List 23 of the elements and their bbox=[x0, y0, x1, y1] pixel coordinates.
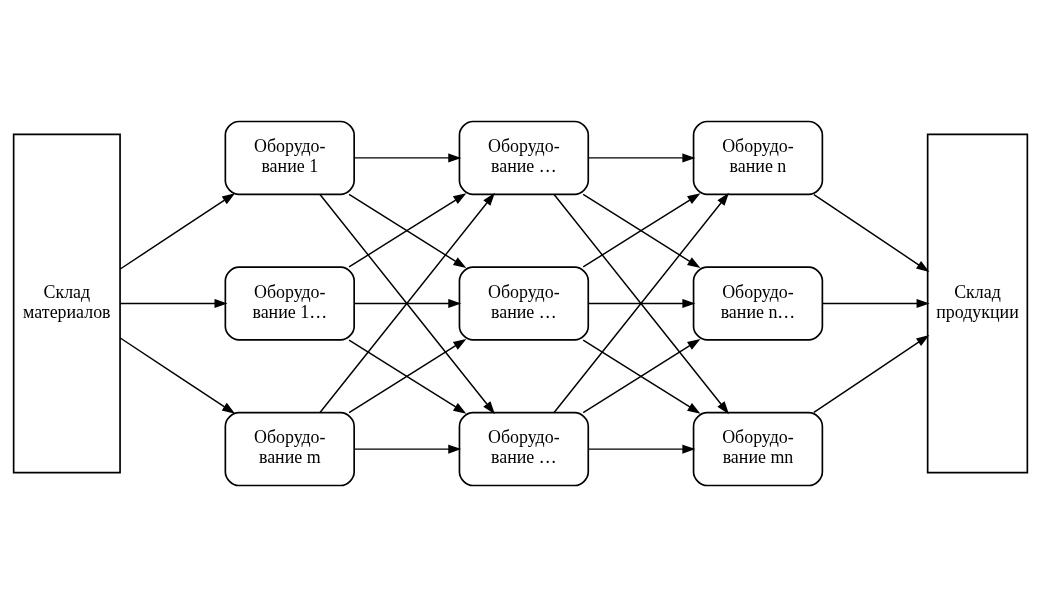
node-box: Оборудо- вание … bbox=[458, 265, 590, 341]
arrow bbox=[587, 444, 696, 454]
node-box: Оборудо- вание … bbox=[458, 120, 590, 195]
node-box: Оборудо- вание … bbox=[458, 411, 590, 486]
node-box: Склад материалов bbox=[12, 133, 121, 473]
arrow bbox=[587, 298, 696, 308]
arrow bbox=[119, 192, 236, 270]
arrow bbox=[587, 152, 696, 162]
arrow bbox=[119, 298, 228, 308]
arrow bbox=[821, 298, 930, 308]
node-box: Склад продукции bbox=[926, 133, 1029, 473]
node-box: Оборудо- вание 1 bbox=[224, 120, 355, 195]
node-box: Оборудо- вание n… bbox=[692, 265, 824, 341]
node-box: Оборудо- вание n bbox=[692, 120, 824, 195]
arrow bbox=[353, 298, 462, 308]
node-box: Оборудо- вание mn bbox=[692, 411, 824, 486]
arrow bbox=[119, 336, 236, 414]
node-box: Оборудо- вание 1… bbox=[224, 265, 355, 341]
arrow bbox=[813, 193, 930, 272]
node-box: Оборудо- вание m bbox=[224, 411, 355, 486]
arrow bbox=[813, 334, 930, 413]
arrow bbox=[353, 444, 462, 454]
arrow bbox=[353, 152, 462, 162]
